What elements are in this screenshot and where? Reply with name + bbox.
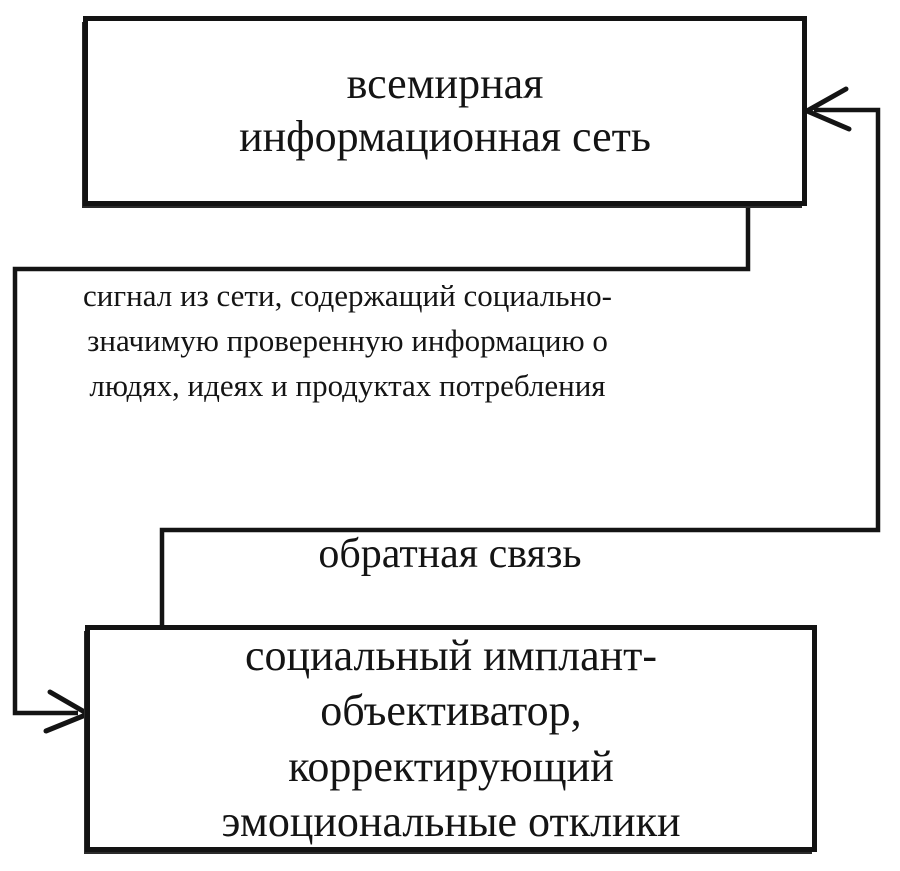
node-social-implant-objectivator: социальный имплант- объективатор, коррек… xyxy=(85,625,817,852)
feedback-arrowhead-icon xyxy=(801,86,852,132)
node-label-line: информационная сеть xyxy=(239,112,651,161)
node-label-line: эмоциональные отклики xyxy=(221,796,681,846)
node-label-line: объективатор, xyxy=(320,686,582,736)
signal-description-line: людях, идеях и продуктах потребления xyxy=(89,367,606,403)
node-label-line: корректирующий xyxy=(288,741,614,791)
signal-flow-line xyxy=(12,208,751,716)
signal-description-line: сигнал из сети, содержащий социально- xyxy=(83,278,612,313)
node-label-line: всемирная xyxy=(346,59,544,109)
node-label-line: социальный имплант- xyxy=(244,630,658,680)
feedback-flow-line xyxy=(159,107,881,627)
signal-description-line: значимую проверенную информацию о xyxy=(87,322,608,358)
signal-description-label: сигнал из сети, содержащий социально- зн… xyxy=(15,274,680,409)
feedback-label: обратная связь xyxy=(318,531,582,577)
node-worldwide-information-network: всемирная информационная сеть xyxy=(83,16,807,206)
